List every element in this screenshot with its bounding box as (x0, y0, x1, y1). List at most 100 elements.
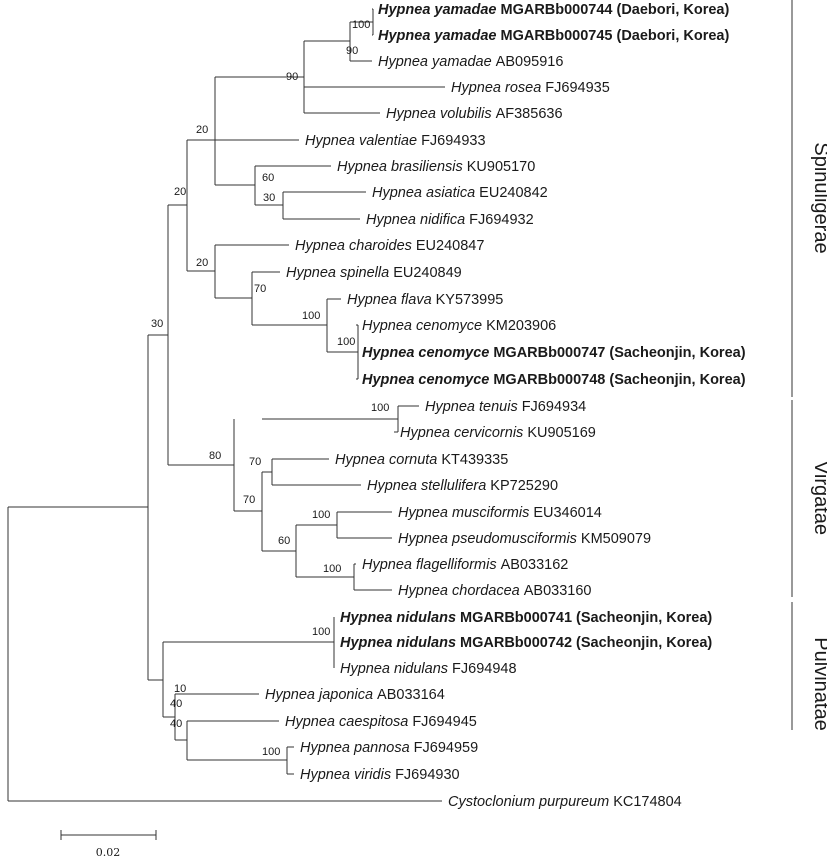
accession-number: FJ694959 (414, 740, 479, 756)
bootstrap-value: 100 (352, 19, 370, 31)
bootstrap-value: 30 (263, 192, 275, 204)
accession-number: EU240842 (479, 185, 548, 201)
accession-number: AB033160 (524, 583, 592, 599)
accession-number: KU905169 (527, 425, 596, 441)
scale-bar-label: 0.02 (96, 846, 121, 859)
taxon-name: Hypnea rosea (451, 80, 541, 96)
bootstrap-value: 20 (196, 124, 208, 136)
accession-number: KU905170 (467, 159, 536, 175)
clade-label: Virgatae (810, 461, 827, 535)
bootstrap-value: 100 (337, 336, 355, 348)
bootstrap-value: 70 (243, 494, 255, 506)
taxon-name: Hypnea cenomyce (362, 372, 489, 388)
accession-number: AB033164 (377, 687, 445, 703)
accession-number: AB033162 (501, 557, 569, 573)
taxon-name: Hypnea asiatica (372, 185, 475, 201)
taxon-name: Hypnea japonica (265, 687, 373, 703)
bootstrap-value: 20 (174, 186, 186, 198)
taxon-name: Hypnea volubilis (386, 106, 492, 122)
taxon-name: Hypnea pannosa (300, 740, 410, 756)
taxon-name: Hypnea caespitosa (285, 714, 408, 730)
taxon-name: Hypnea cornuta (335, 452, 437, 468)
collection-location: (Sacheonjin, Korea) (609, 372, 745, 388)
accession-number: KC174804 (613, 794, 682, 810)
taxon-name: Hypnea nidulans (340, 661, 448, 677)
taxon-name: Hypnea stellulifera (367, 478, 486, 494)
bootstrap-value: 10 (174, 683, 186, 695)
accession-number: AF385636 (496, 106, 563, 122)
taxon-name: Cystoclonium purpureum (448, 794, 609, 810)
taxon-name: Hypnea pseudomusciformis (398, 531, 577, 547)
taxon-name: Hypnea cenomyce (362, 318, 482, 334)
bootstrap-value: 100 (262, 746, 280, 758)
bootstrap-value: 100 (302, 310, 320, 322)
bootstrap-value: 40 (170, 718, 182, 730)
collection-location: (Sacheonjin, Korea) (609, 345, 745, 361)
bootstrap-value: 100 (323, 563, 341, 575)
accession-number: EU240849 (393, 265, 462, 281)
taxon-name: Hypnea brasiliensis (337, 159, 463, 175)
taxon-name: Hypnea yamadae (378, 54, 492, 70)
accession-number: FJ694930 (395, 767, 460, 783)
taxon-name: Hypnea cervicornis (400, 425, 523, 441)
accession-number: KM509079 (581, 531, 651, 547)
accession-number: FJ694932 (469, 212, 534, 228)
bootstrap-value: 70 (254, 283, 266, 295)
accession-number: EU346014 (533, 505, 602, 521)
taxon-name: Hypnea nidulans (340, 610, 456, 626)
taxon-name: Hypnea valentiae (305, 133, 417, 149)
accession-number: MGARBb000748 (493, 372, 605, 388)
accession-number: AB095916 (496, 54, 564, 70)
collection-location: (Daebori, Korea) (617, 2, 730, 18)
accession-number: KT439335 (441, 452, 508, 468)
taxon-name: Hypnea nidulans (340, 635, 456, 651)
collection-location: (Daebori, Korea) (617, 28, 730, 44)
bootstrap-value: 20 (196, 257, 208, 269)
accession-number: KP725290 (490, 478, 558, 494)
taxon-name: Hypnea charoides (295, 238, 412, 254)
bootstrap-value: 40 (170, 698, 182, 710)
taxon-name: Hypnea spinella (286, 265, 389, 281)
collection-location: (Sacheonjin, Korea) (576, 635, 712, 651)
bootstrap-value: 90 (286, 71, 298, 83)
bootstrap-value: 30 (151, 318, 163, 330)
bootstrap-value: 60 (278, 535, 290, 547)
accession-number: MGARBb000742 (460, 635, 572, 651)
accession-number: KM203906 (486, 318, 556, 334)
bootstrap-value: 100 (312, 626, 330, 638)
bootstrap-value: 100 (312, 509, 330, 521)
accession-number: FJ694935 (545, 80, 610, 96)
accession-number: MGARBb000745 (500, 28, 612, 44)
taxon-name: Hypnea tenuis (425, 399, 518, 415)
bootstrap-value: 100 (371, 402, 389, 414)
bootstrap-value: 90 (346, 45, 358, 57)
accession-number: FJ694945 (412, 714, 477, 730)
bootstrap-value: 80 (209, 450, 221, 462)
clade-label: Spinuligerae (810, 142, 827, 253)
accession-number: KY573995 (436, 292, 504, 308)
taxon-name: Hypnea chordacea (398, 583, 520, 599)
taxon-name: Hypnea flava (347, 292, 432, 308)
accession-number: FJ694933 (421, 133, 486, 149)
